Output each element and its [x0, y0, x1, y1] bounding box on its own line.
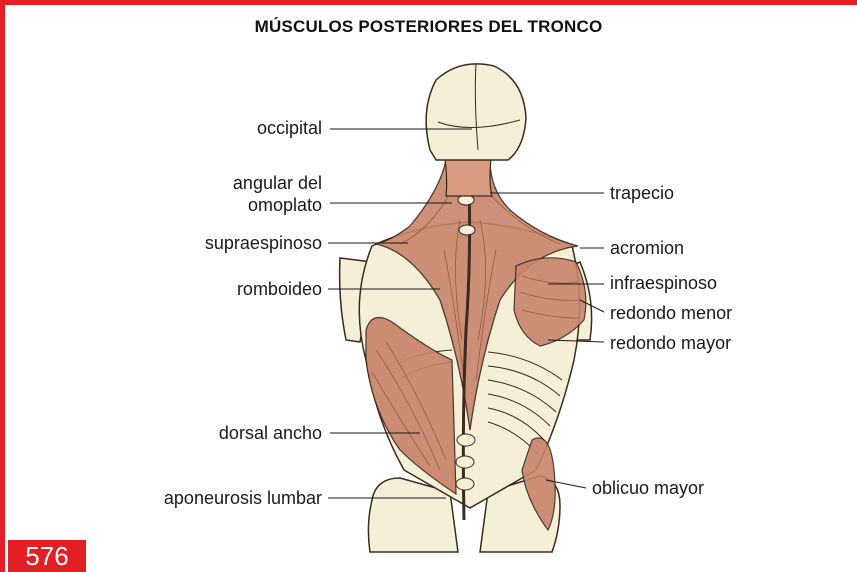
label-aponeurosis-lumbar: aponeurosis lumbar	[110, 488, 322, 508]
page-number: 576	[8, 540, 86, 572]
label-dorsal-ancho: dorsal ancho	[170, 423, 322, 443]
label-occipital: occipital	[200, 118, 322, 138]
label-romboideo: romboideo	[180, 279, 322, 299]
label-angular-line2: omoplato	[170, 195, 322, 215]
label-acromion: acromion	[610, 238, 684, 258]
label-redondo-mayor: redondo mayor	[610, 333, 731, 353]
label-redondo-menor: redondo menor	[610, 303, 732, 323]
page-number-badge: 576	[8, 540, 86, 572]
label-angular-line1: angular del	[170, 173, 322, 193]
label-trapecio: trapecio	[610, 183, 674, 203]
label-supraespinoso: supraespinoso	[160, 233, 322, 253]
label-oblicuo-mayor: oblicuo mayor	[592, 478, 704, 498]
label-infraespinoso: infraespinoso	[610, 273, 717, 293]
